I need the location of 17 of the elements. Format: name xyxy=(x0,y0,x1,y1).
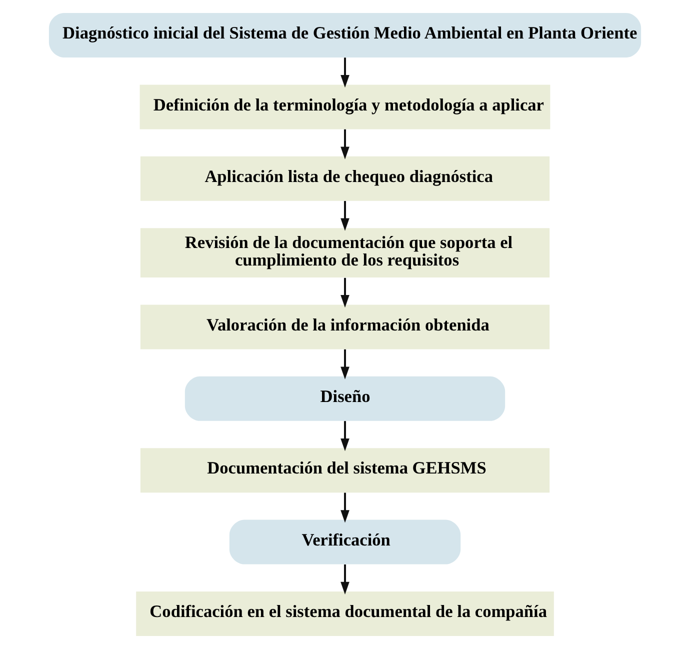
arrow xyxy=(340,349,350,380)
arrow xyxy=(340,129,350,160)
arrow xyxy=(340,421,350,452)
node-box: Diagnóstico inicial del Sistema de Gestión Medio Ambiental en Planta Oriente xyxy=(48,13,642,58)
node-box: Definición de la terminología y metodología a aplicar xyxy=(140,84,550,130)
node-box: Revisión de la documentación que soporta el cumplimiento de los requisitos xyxy=(140,228,550,278)
arrow xyxy=(340,58,350,88)
arrow xyxy=(340,492,350,523)
arrow xyxy=(340,201,350,231)
node-box: Valoración de la información obtenida xyxy=(140,304,550,350)
node-box: Codificación en el sistema documental de la compañía xyxy=(136,592,554,636)
arrow xyxy=(340,278,350,308)
node-box: Aplicación lista de chequeo diagnóstica xyxy=(140,156,550,201)
node-box: Verificación xyxy=(229,520,461,564)
node-box: Documentación del sistema GEHSMS xyxy=(140,448,550,493)
node-box: Diseño xyxy=(184,376,506,421)
arrow xyxy=(340,564,350,594)
